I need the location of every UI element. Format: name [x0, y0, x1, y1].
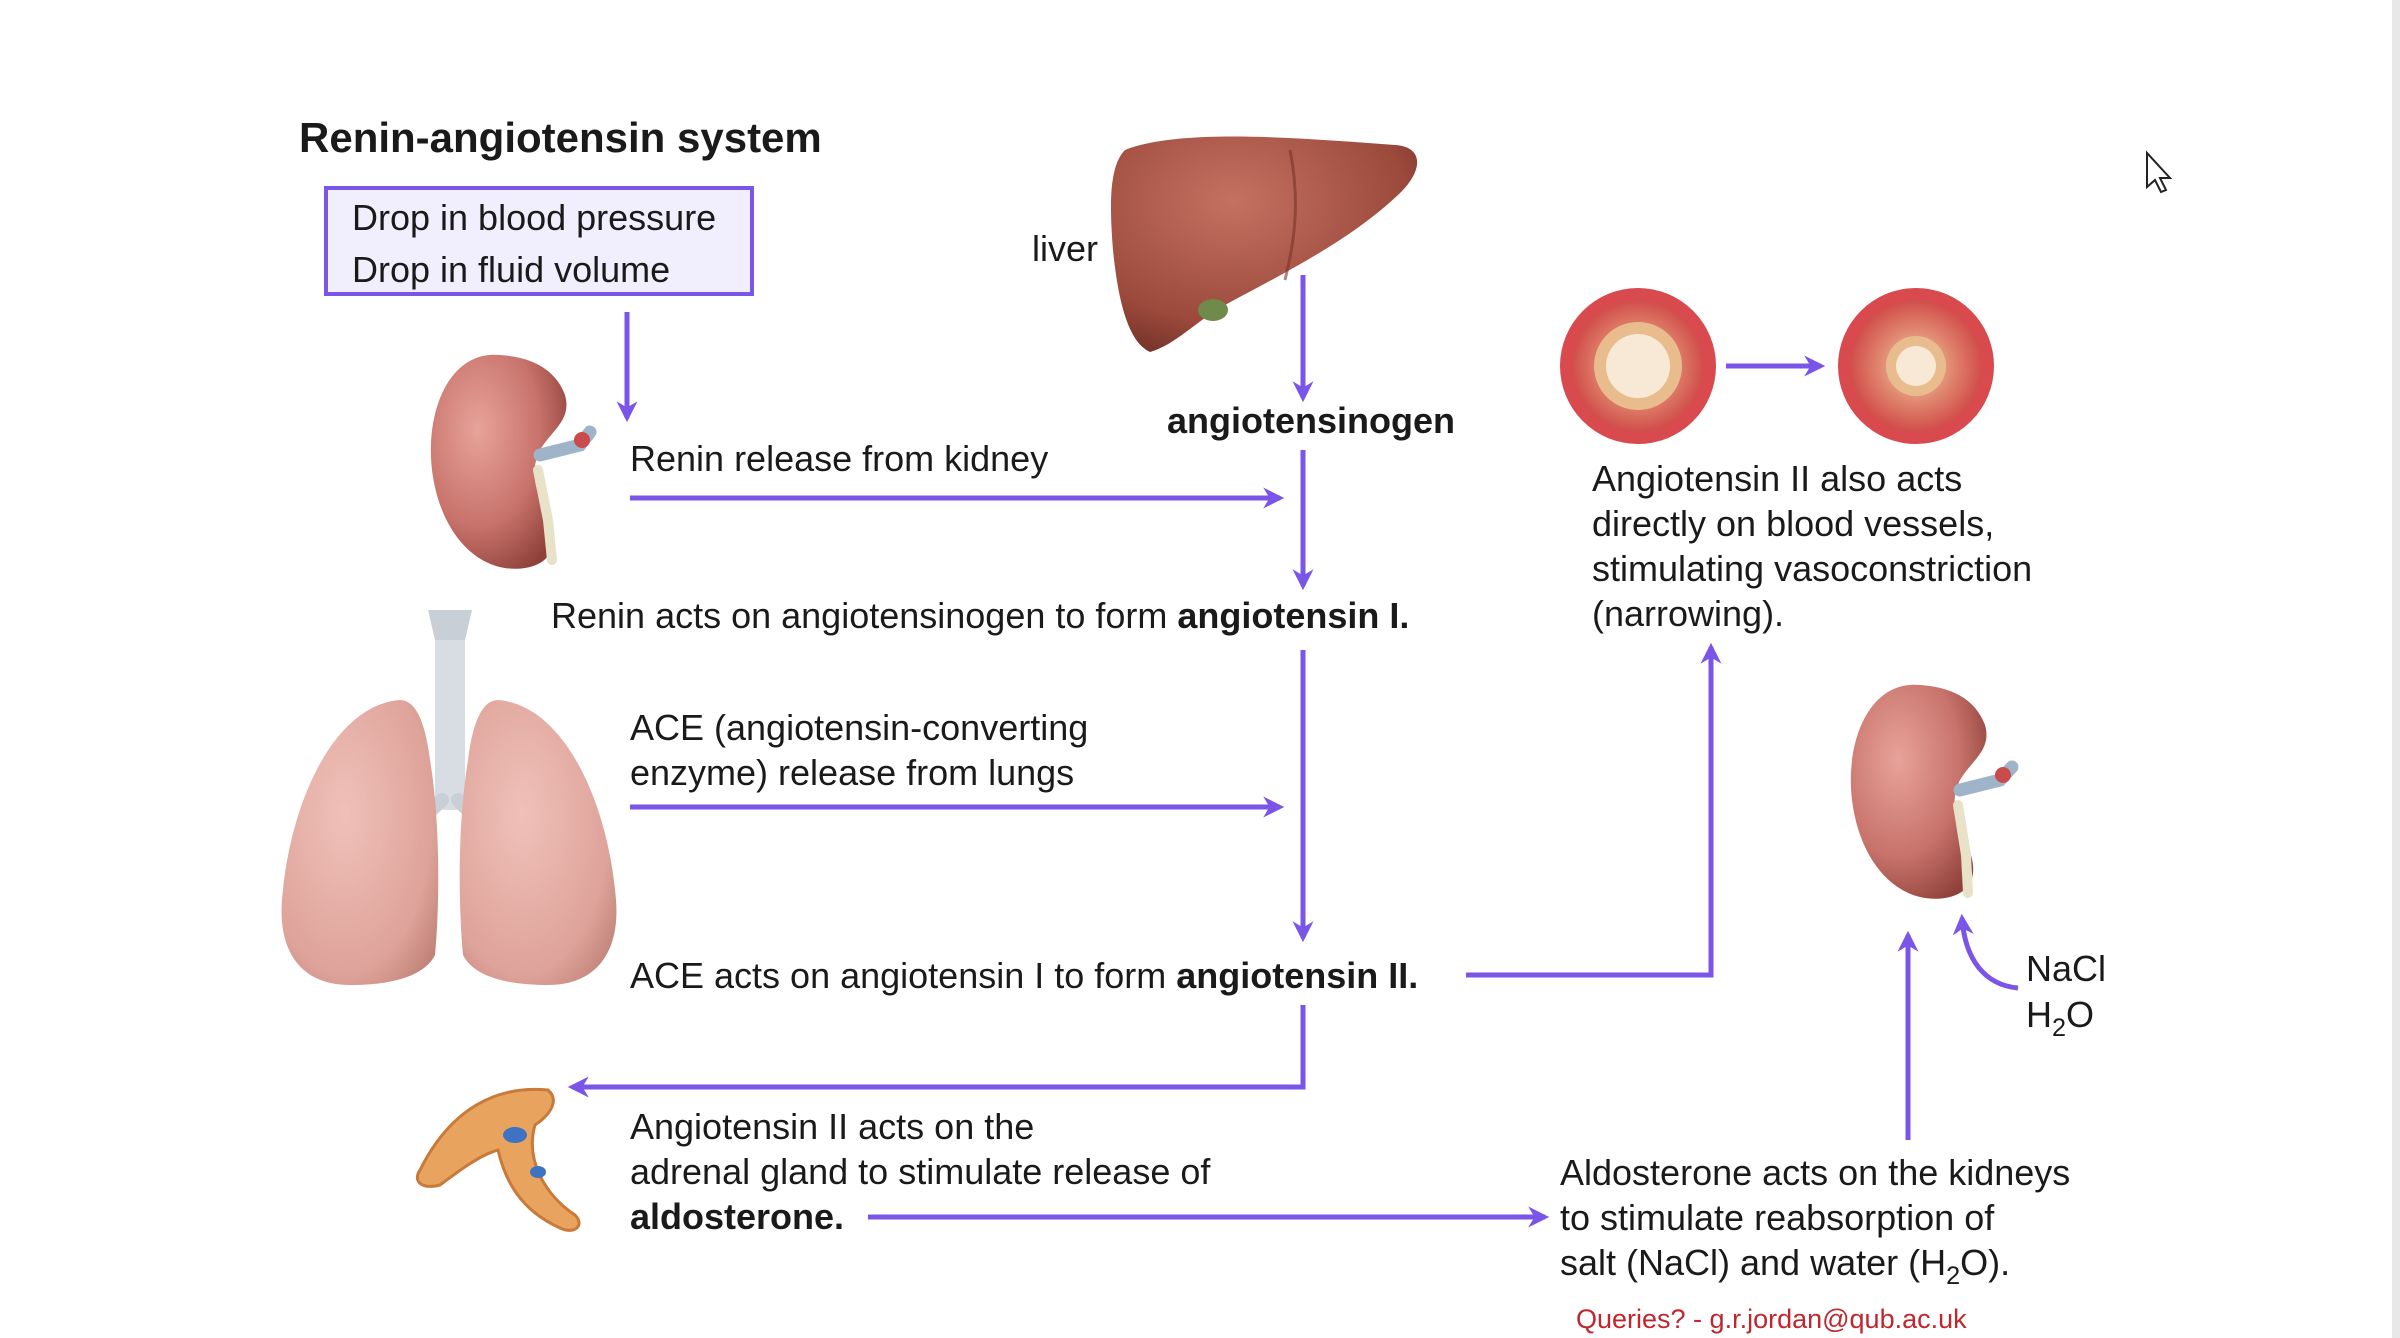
- trigger-line-blood-pressure: Drop in blood pressure: [352, 197, 717, 238]
- blood-vessel-icon: [1560, 288, 1716, 444]
- window-edge: [2392, 0, 2400, 1338]
- trigger-line-fluid-volume: Drop in fluid volume: [352, 249, 671, 290]
- h2o-label: H2O: [2026, 992, 2095, 1040]
- ace-acts-label: ACE acts on angiotensin I to form angiot…: [630, 953, 1418, 998]
- liver-label: liver: [1032, 228, 1099, 269]
- angiotensinogen-label: angiotensinogen: [1167, 400, 1455, 441]
- blood-vessel-icon: [1838, 288, 1994, 444]
- h2o-subscript: 2: [2052, 1013, 2067, 1042]
- lungs-icon: [281, 610, 617, 985]
- adrenal-line-2: adrenal gland to stimulate release of: [630, 1151, 1211, 1192]
- ace-release-line-1: ACE (angiotensin-converting: [630, 707, 1089, 748]
- footer-contact: Queries? - g.r.jordan@qub.ac.uk: [1576, 1304, 1967, 1334]
- kidney-icon: [430, 354, 597, 569]
- diagram-title: Renin-angiotensin system: [299, 114, 822, 161]
- renin-acts-text: Renin acts on angiotensinogen to form: [551, 595, 1178, 636]
- aldosterone-term: aldosterone.: [630, 1196, 845, 1237]
- adrenal-gland-icon: [415, 1087, 581, 1232]
- vaso-line-2: directly on blood vessels,: [1592, 503, 1995, 544]
- vaso-line-1: Angiotensin II also acts: [1592, 458, 1963, 499]
- arrow-angiotensin-ii-to-adrenal: [567, 1005, 1306, 1098]
- aldo-subscript: 2: [1946, 1261, 1961, 1290]
- ace-acts-text: ACE acts on angiotensin I to form: [630, 955, 1177, 996]
- aldo-line-3-end: O).: [1960, 1242, 2011, 1283]
- trigger-box: Drop in blood pressure Drop in fluid vol…: [324, 186, 754, 296]
- renin-acts-label: Renin acts on angiotensinogen to form an…: [551, 593, 1409, 638]
- vaso-line-3: stimulating vasoconstriction: [1592, 548, 2033, 589]
- arrow-nacl-h2o-to-kidney: [1952, 913, 2019, 991]
- h2o-h: H: [2026, 994, 2052, 1035]
- renin-release-label: Renin release from kidney: [630, 438, 1049, 479]
- liver-icon: [1110, 136, 1418, 352]
- ace-release-line-2: enzyme) release from lungs: [630, 752, 1075, 793]
- kidney-icon: [1850, 684, 2019, 899]
- vaso-line-4: (narrowing).: [1592, 593, 1785, 634]
- cursor-icon: [2146, 150, 2173, 194]
- aldo-line-2: to stimulate reabsorption of: [1560, 1197, 1995, 1238]
- arrow-angiotensin-ii-to-vessels: [1466, 642, 1722, 978]
- aldo-line-1: Aldosterone acts on the kidneys: [1560, 1152, 2071, 1193]
- aldo-line-3: salt (NaCl) and water (H2O).: [1560, 1240, 2011, 1288]
- adrenal-line-1: Angiotensin II acts on the: [630, 1106, 1035, 1147]
- angiotensin-i-term: angiotensin I.: [1177, 595, 1410, 636]
- h2o-o: O: [2066, 994, 2095, 1035]
- aldo-line-3-text: salt (NaCl) and water (H: [1560, 1242, 1947, 1283]
- arrows: [567, 275, 2019, 1228]
- nacl-label: NaCl: [2026, 948, 2107, 989]
- angiotensin-ii-term: angiotensin II.: [1176, 955, 1419, 996]
